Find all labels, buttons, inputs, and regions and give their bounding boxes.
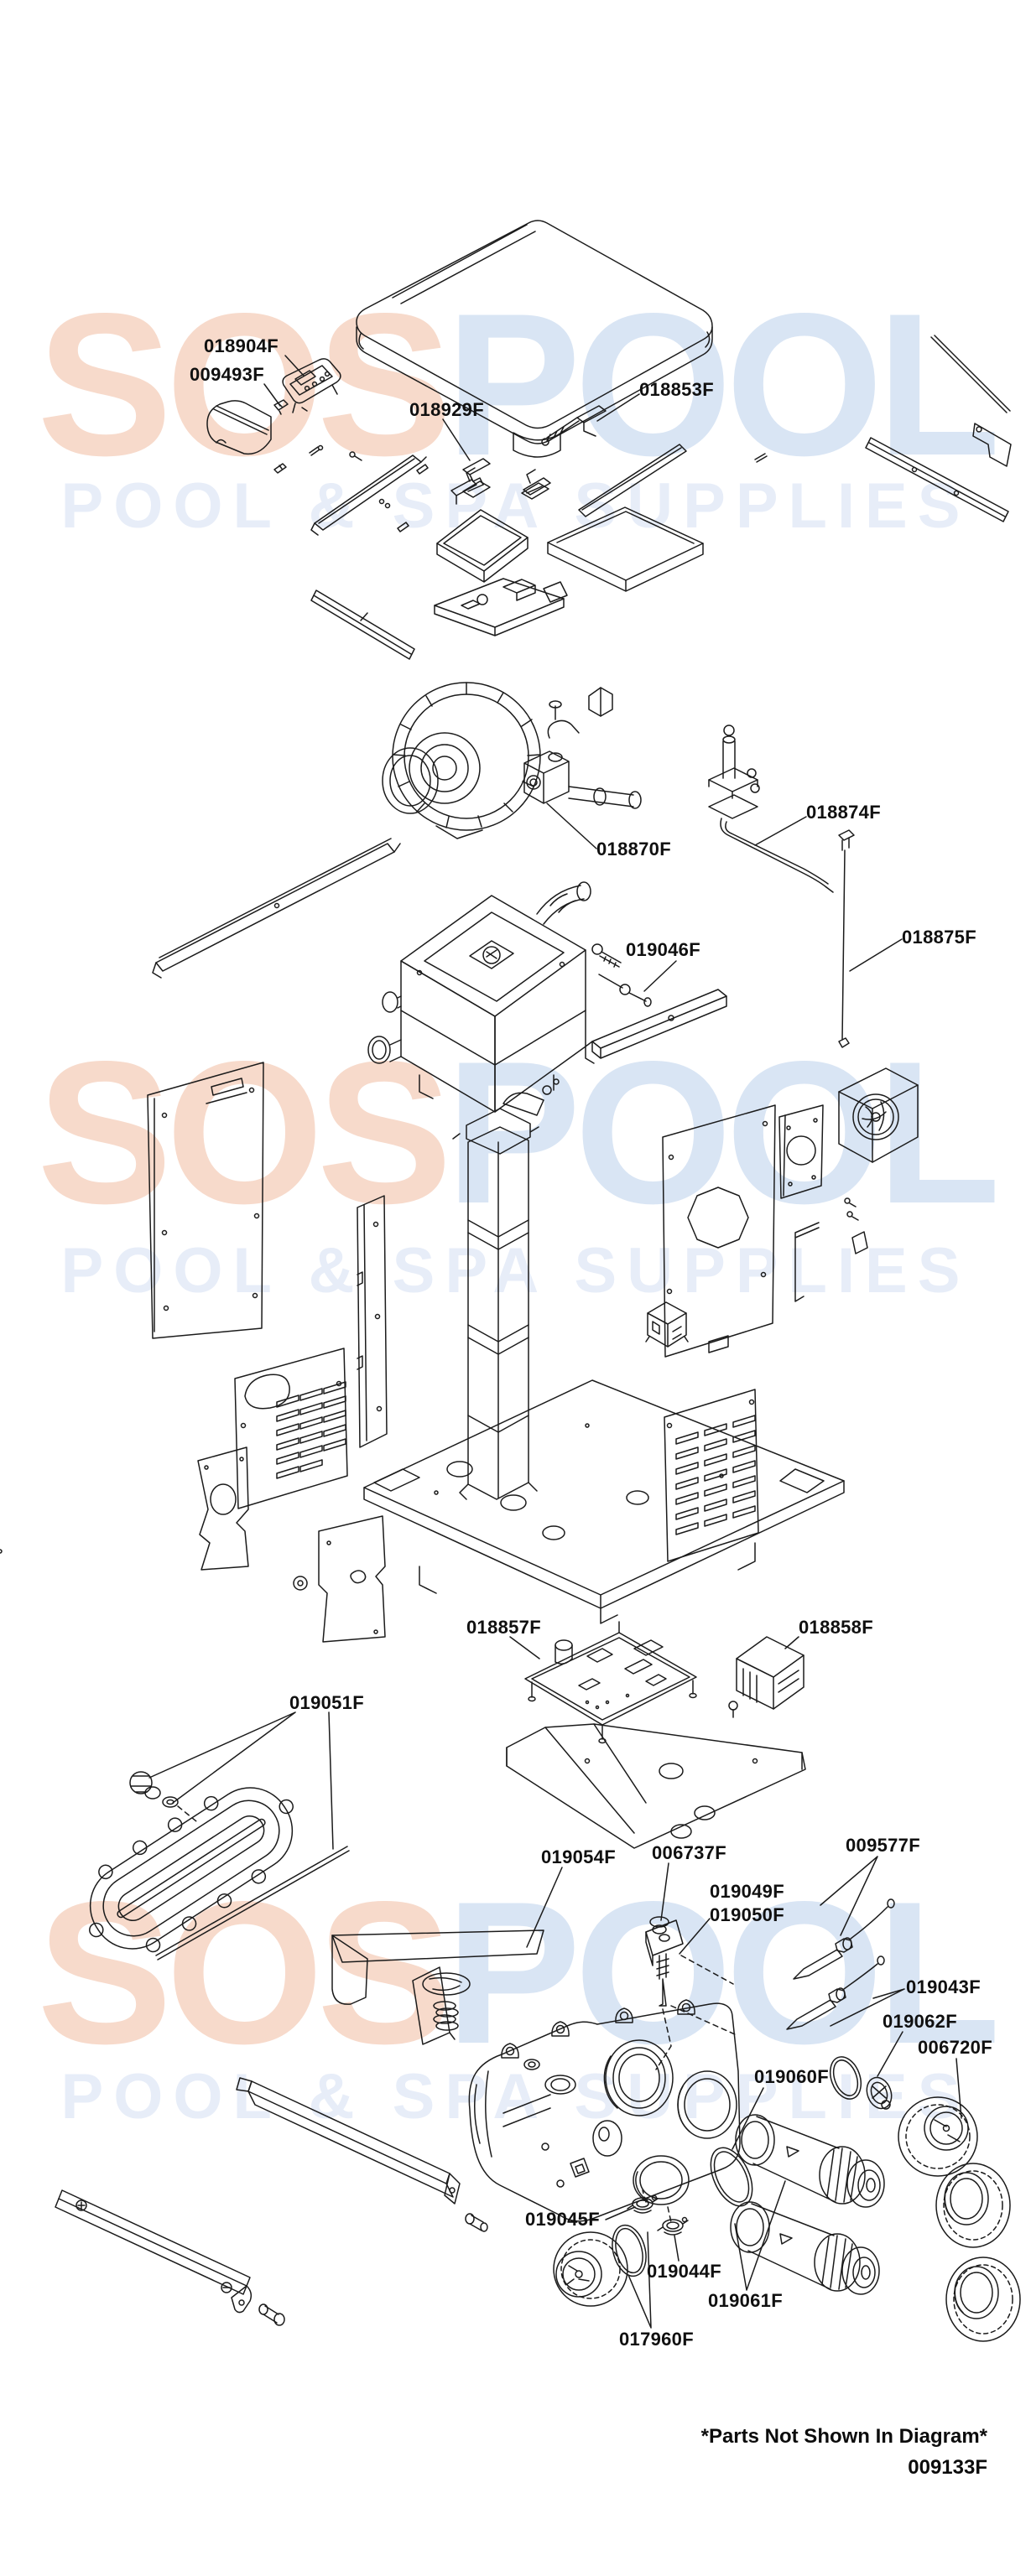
top-cover-drawing: [356, 220, 713, 458]
label-019062F: 019062F: [883, 2011, 957, 2032]
label-018858F: 018858F: [799, 1617, 873, 1638]
hardware-clips-drawing: [273, 444, 768, 532]
label-018853F: 018853F: [639, 379, 714, 400]
clamp-019045-drawing: [627, 2194, 659, 2214]
label-009577F: 009577F: [846, 1835, 920, 1856]
rail-c-drawing: [578, 444, 687, 517]
label-019045F: 019045F: [525, 2209, 600, 2230]
temp-sensor-drawing: [591, 943, 652, 1007]
sub-panel-1-drawing: [197, 1446, 249, 1571]
cap-006720-drawing: [898, 2096, 978, 2177]
thermostat-insert-drawing: [829, 2056, 893, 2110]
label-006720F: 006720F: [918, 2037, 992, 2058]
label-019044F: 019044F: [647, 2261, 721, 2282]
igniter-assembly-drawing: [708, 724, 834, 893]
flue-column-drawing: [452, 1078, 560, 1500]
burner-brackets-drawing: [462, 458, 549, 500]
control-display-drawing: [282, 358, 341, 413]
rail-a-drawing: [310, 454, 427, 536]
cover-box-2-drawing: [547, 506, 704, 592]
shelf-bracket-drawing: [585, 989, 727, 1064]
rail-b-drawing: [310, 589, 415, 660]
label-019051F: 019051F: [289, 1692, 364, 1713]
header-body-drawing: [465, 1999, 741, 2232]
junction-box-drawing: [645, 1301, 689, 1348]
cap-017960-drawing: [553, 2224, 647, 2307]
leader-lines: [148, 355, 962, 2329]
mid-panel-drawing: [778, 1104, 824, 1199]
sub-panel-2-drawing: [318, 1515, 386, 1643]
flame-sensor-rod-drawing: [838, 829, 855, 1048]
adapter-1-drawing: [735, 2114, 885, 2208]
footer-part-number: 009133F: [908, 2456, 987, 2479]
left-panel-drawing: [147, 1062, 264, 1339]
label-018870F: 018870F: [596, 839, 671, 860]
burner-tray-drawing: [434, 578, 568, 636]
v-bracket-drawing: [506, 1723, 806, 1849]
misc-right-parts-drawing: [794, 1197, 868, 1302]
label-018929F: 018929F: [409, 399, 484, 420]
union-nut-2-drawing: [945, 2257, 1021, 2342]
label-006737F: 006737F: [652, 1842, 726, 1863]
hold-down-bracket-drawing: [541, 405, 607, 446]
bypass-valve-drawing: [645, 1916, 684, 2070]
label-018904F: 018904F: [204, 335, 279, 356]
fan-shroud-drawing: [838, 1067, 919, 1163]
clamp-019044-drawing: [657, 2216, 689, 2236]
damper-assembly-drawing: [331, 1929, 544, 2045]
oring-019060-drawing: [710, 2147, 753, 2207]
label-009493F: 009493F: [190, 364, 264, 385]
label-019060F: 019060F: [754, 2066, 829, 2087]
label-019046F: 019046F: [626, 939, 700, 960]
louver-panel-right-drawing: [664, 1389, 759, 1562]
bracket-right-drawing: [930, 335, 1012, 467]
grommet-drawing: [293, 1576, 308, 1591]
heat-exchanger-drawing: [367, 881, 591, 1113]
rail-right-drawing: [865, 437, 1009, 522]
right-panel-drawing: [662, 1104, 776, 1358]
support-bracket-long-drawing: [152, 838, 401, 979]
footer: *Parts Not Shown In Diagram* 009133F: [701, 2425, 987, 2480]
angle-bracket-drawing: [55, 2189, 285, 2326]
label-018874F: 018874F: [806, 802, 881, 823]
label-019054F: 019054F: [541, 1846, 616, 1867]
inlet-cover-drawing: [206, 400, 272, 455]
label-019049F: 019049F: [710, 1881, 784, 1902]
inout-header-drawing: [89, 1771, 350, 1961]
label-018857F: 018857F: [466, 1617, 541, 1638]
label-017960F: 017960F: [619, 2329, 694, 2350]
label-019061F: 019061F: [708, 2290, 783, 2311]
label-019043F: 019043F: [906, 1976, 981, 1997]
union-nut-1-drawing: [935, 2163, 1011, 2248]
adapter-2-drawing: [730, 2201, 880, 2295]
transformer-drawing: [728, 1636, 804, 1718]
label-019050F: 019050F: [710, 1904, 784, 1925]
blower-assembly-drawing: [382, 682, 642, 839]
cover-box-1-drawing: [436, 509, 529, 583]
louver-panel-left-drawing: [234, 1348, 348, 1509]
base-platform-drawing: [0, 1379, 845, 1624]
trim-strip-drawing: [357, 1195, 388, 1448]
display-clip-drawing: [273, 399, 289, 415]
brass-sensors-drawing: [786, 1898, 895, 2030]
label-018875F: 018875F: [902, 927, 976, 948]
pipe-shield-drawing: [236, 2077, 461, 2205]
footer-note: *Parts Not Shown In Diagram*: [700, 2425, 987, 2448]
control-board-drawing: [524, 1621, 697, 1744]
